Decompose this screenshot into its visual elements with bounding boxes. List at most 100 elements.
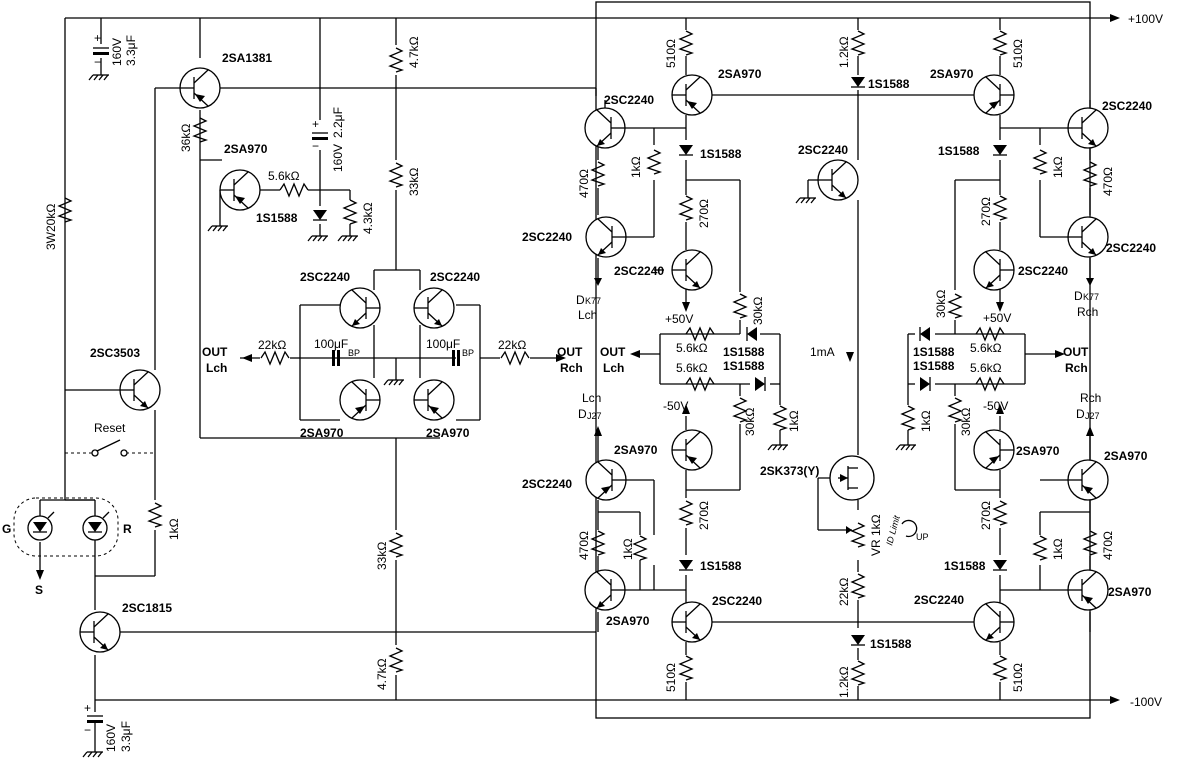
l-dj27-sub: J27	[587, 411, 602, 421]
res-33k-top-label: 33kΩ	[407, 168, 421, 196]
c-vr-wiper	[846, 526, 852, 534]
res-4-3k-label: 4.3kΩ	[361, 202, 375, 234]
l-diode-top-label: 1S1588	[700, 147, 742, 161]
q-2sc2240-r	[413, 287, 455, 329]
r-diode-a-label: 1S1588	[913, 345, 955, 359]
r-res-1k-top	[1033, 149, 1047, 175]
svg-text:+: +	[84, 701, 91, 715]
res-4-7k-top-label: 4.7kΩ	[407, 36, 421, 68]
r-arrow-dj27	[1086, 426, 1094, 436]
gnd-top	[88, 74, 110, 81]
l-res-5-6k-b-label: 5.6kΩ	[676, 361, 708, 375]
l-q-2sa970-bot	[584, 569, 626, 611]
l-arrow-n50	[682, 404, 690, 414]
l-res-270-top	[679, 195, 693, 221]
res-4-7k-bot-label: 4.7kΩ	[375, 658, 389, 690]
r-n50: -50V	[983, 399, 1008, 413]
r-res-5-6k-a-label: 5.6kΩ	[970, 341, 1002, 355]
l-diode-bot-label: 1S1588	[700, 559, 742, 573]
l-res-270-bot-label: 270Ω	[697, 501, 711, 530]
l-dj27-lch: Lch	[582, 391, 601, 405]
l-diode-bot	[678, 559, 694, 571]
r-diode-top-label: 1S1588	[938, 144, 980, 158]
q-2sc3503-label: 2SC3503	[90, 346, 140, 360]
r-res-30k-bot-label: 30kΩ	[959, 408, 973, 436]
l-res-270-top-label: 270Ω	[697, 199, 711, 228]
res-36k-label: 36kΩ	[179, 124, 193, 152]
cap-mid-rating: 160V	[331, 144, 345, 172]
gnd-bot	[82, 751, 104, 758]
l-diode-top	[678, 144, 694, 156]
r-res-30k-top-label: 30kΩ	[934, 290, 948, 318]
r-q-2sa970-top-label: 2SA970	[930, 67, 974, 81]
r-q-2sc2240-mid	[1067, 216, 1109, 258]
r-q-2sc2240-drv	[973, 249, 1015, 291]
cap-top-rating: 160V	[110, 38, 124, 66]
r-q-2sa970-bot	[1067, 569, 1109, 611]
r-res-510-bot-label: 510Ω	[1011, 663, 1025, 692]
r-diode-bot	[992, 559, 1008, 571]
res-22k-l-label: 22kΩ	[258, 338, 286, 352]
r-arrow-out	[1055, 350, 1065, 358]
arrow-out-r	[556, 354, 566, 362]
cap-top: +−	[92, 31, 110, 69]
q-2sa970-r	[413, 379, 455, 421]
r-diode-a	[919, 326, 931, 342]
r-dk77-rch: Rch	[1077, 305, 1098, 319]
l-res-1k-bot-label: 1kΩ	[621, 538, 635, 560]
res-22k-r-label: 22kΩ	[498, 338, 526, 352]
cap-bot-rating: 160V	[104, 724, 118, 752]
l-res-30k-top	[733, 293, 747, 319]
l-n50: -50V	[663, 399, 688, 413]
r-dj27: D	[1076, 407, 1085, 421]
l-q-2sa970-bot-label: 2SA970	[606, 614, 650, 628]
cap-top-value: 3.3μF	[124, 35, 138, 66]
r-q-2sa970-drv-label: 2SA970	[1016, 444, 1060, 458]
r-res-470-top-label: 470Ω	[1101, 167, 1115, 196]
r-dk77: D	[1074, 289, 1083, 303]
r-res-510-bot	[993, 655, 1007, 681]
l-q-2sa970-top-label: 2SA970	[718, 67, 762, 81]
r-diode-b-label: 1S1588	[913, 359, 955, 373]
res-33k-bot	[389, 532, 403, 558]
q-2sa1381	[179, 67, 221, 109]
r-q-2sa970-drv	[973, 429, 1015, 471]
bicolor-led	[13, 497, 119, 557]
reset-label: Reset	[94, 421, 126, 435]
res-4-3k	[343, 199, 357, 225]
r-dj27-sub: J27	[1085, 411, 1100, 421]
l-res-470-top	[591, 161, 605, 187]
gnd-d	[307, 235, 329, 242]
c-q-2sc2240-label: 2SC2240	[798, 143, 848, 157]
diode-bias	[312, 209, 328, 221]
r-diode-top	[992, 144, 1008, 156]
l-res-470-top-label: 470Ω	[577, 169, 591, 198]
out-rch-b: Rch	[560, 361, 583, 375]
q-2sc3503	[119, 369, 161, 411]
r-out-b: Rch	[1065, 361, 1088, 375]
r-arrow-p50	[996, 302, 1004, 312]
c-res-1-2k-bot-label: 1.2kΩ	[837, 666, 851, 698]
res-33k-bot-label: 33kΩ	[375, 542, 389, 570]
r-diode-bot-label: 1S1588	[944, 559, 986, 573]
c-diode-bot	[850, 634, 866, 646]
l-res-510-top-label: 510Ω	[664, 39, 678, 68]
left-section-wiring	[39, 18, 596, 752]
l-res-510-top	[679, 30, 693, 56]
c-vr-dial-icon	[901, 519, 918, 538]
c-up-label: UP	[916, 532, 929, 542]
cap-bp-left-tag: BP	[348, 348, 360, 358]
l-res-470-bot	[591, 530, 605, 556]
cap-bot: +−	[84, 701, 104, 737]
res-1k-led-label: 1kΩ	[167, 518, 181, 540]
c-gnd	[795, 197, 817, 204]
l-q-2sa970-drv	[671, 429, 713, 471]
reset-switch[interactable]	[91, 439, 128, 457]
c-arrow-1ma	[846, 352, 854, 362]
q-2sc2240-l	[339, 287, 381, 329]
c-res-1-2k-top-label: 1.2kΩ	[837, 36, 851, 68]
l-q-2sa970-top	[671, 74, 713, 116]
c-fet-label: 2SK373(Y)	[760, 464, 819, 478]
c-diode-bot-label: 1S1588	[870, 637, 912, 651]
